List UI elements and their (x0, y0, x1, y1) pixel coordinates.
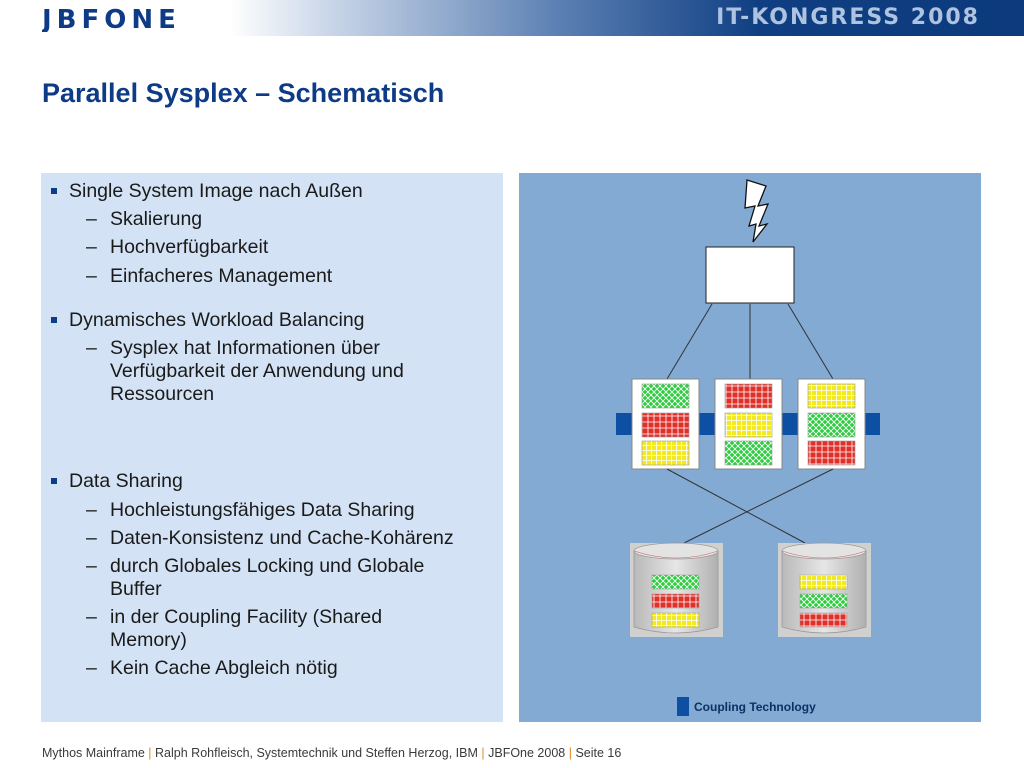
legend-label: Coupling Technology (694, 700, 816, 714)
system-box (714, 378, 783, 470)
coupling-link (699, 413, 715, 435)
sub-item: – in der Coupling Facility (Shared Memor… (86, 606, 383, 651)
coupling-link (616, 413, 632, 435)
bullet-item: Dynamisches Workload Balancing (51, 309, 365, 332)
slide-title: Parallel Sysplex – Schematisch (42, 78, 445, 108)
bullet-item: Data Sharing (51, 470, 183, 493)
bullet-marker-icon (51, 188, 57, 194)
bullet-marker-icon (51, 317, 57, 323)
network-box (705, 246, 795, 304)
congress-title: IT-KONGRESS 2008 (716, 5, 980, 30)
header-bar: JBFONE IT-KONGRESS 2008 (0, 0, 1024, 36)
jbfone-logo: JBFONE (42, 5, 181, 32)
sub-item: – durch Globales Locking und Globale Buf… (86, 555, 425, 600)
sub-item: – Daten-Konsistenz und Cache-Kohärenz (86, 527, 454, 549)
storage-cylinder (630, 542, 723, 637)
bullet-item: Single System Image nach Außen (51, 180, 363, 203)
coupling-link (864, 413, 880, 435)
svg-text:JBFONE: JBFONE (42, 5, 181, 32)
system-box (797, 378, 866, 470)
sub-item: – Hochverfügbarkeit (86, 236, 269, 258)
diagram-canvas (616, 179, 880, 637)
footer: Mythos Mainframe | Ralph Rohfleisch, Sys… (42, 746, 622, 760)
storage-cylinder (778, 542, 871, 637)
content-panel: Single System Image nach Außen – Skalier… (41, 173, 503, 722)
sub-item: – Hochleistungsfähiges Data Sharing (86, 499, 415, 521)
coupling-link (782, 413, 798, 435)
sub-item: – Einfacheres Management (86, 265, 333, 287)
bullet-marker-icon (51, 478, 57, 484)
lightning-icon (744, 179, 770, 243)
sub-item: – Sysplex hat Informationen über Verfügb… (86, 337, 404, 405)
sub-item: – Kein Cache Abgleich nötig (86, 657, 338, 679)
sysplex-diagram: Coupling Technology (519, 173, 981, 722)
coupling-swatch (677, 697, 689, 716)
sub-item: – Skalierung (86, 208, 203, 230)
system-box (631, 378, 700, 470)
